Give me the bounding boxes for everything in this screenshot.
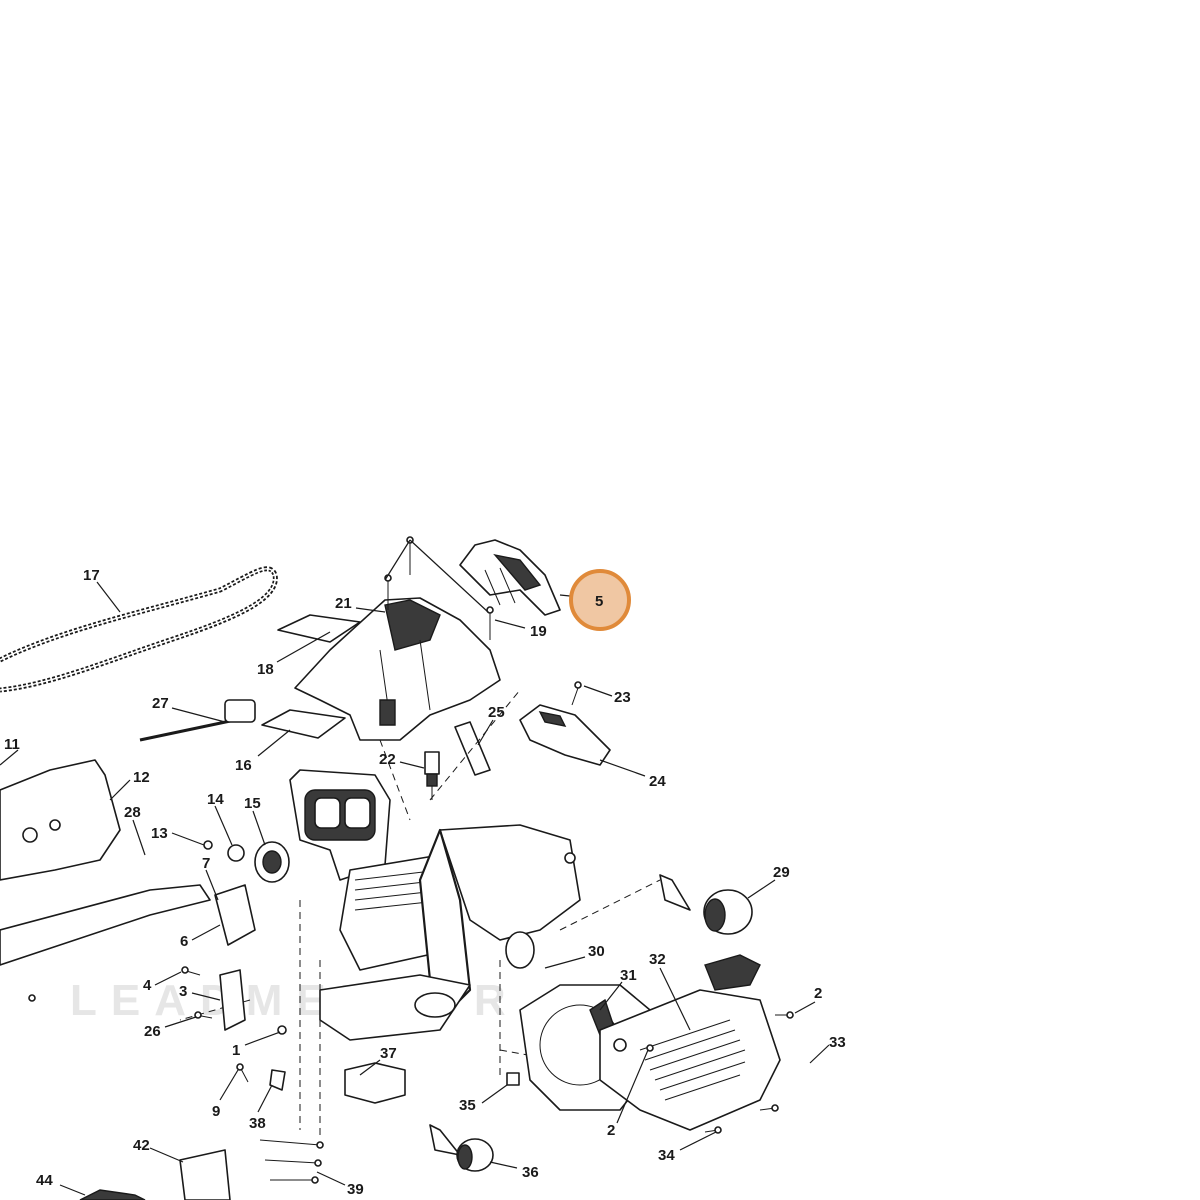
- callout-30: 30: [588, 943, 605, 960]
- nut: [203, 840, 213, 850]
- callout-22: 22: [379, 751, 396, 768]
- bracket-37: [344, 1062, 406, 1104]
- callout-4: 4: [143, 977, 152, 994]
- oil-cap: [429, 1124, 494, 1172]
- callout-11: 11: [4, 736, 20, 753]
- clutch-cover: [0, 759, 121, 881]
- callout-19: 19: [530, 623, 547, 640]
- callout-5: 5: [595, 593, 603, 610]
- callout-38: 38: [249, 1115, 266, 1132]
- callout-24: 24: [649, 773, 666, 790]
- callout-25: 25: [488, 704, 505, 721]
- callout-17: 17: [83, 567, 100, 584]
- callout-7: 7: [202, 855, 210, 872]
- callout-34: 34: [658, 1147, 675, 1164]
- callout-21: 21: [335, 595, 352, 612]
- part-5-handle-cover: [459, 539, 561, 616]
- part-39-bolts: [259, 1139, 324, 1184]
- guide-bar: [0, 884, 211, 966]
- callout-36: 36: [522, 1164, 539, 1181]
- chain-tensioner-plate: [214, 884, 256, 946]
- filter-gasket-bottom: [261, 709, 346, 739]
- callout-35: 35: [459, 1097, 476, 1114]
- callout-2-lower: 2: [607, 1122, 615, 1139]
- callout-32: 32: [649, 951, 666, 968]
- rear-handle-insert: [519, 681, 611, 766]
- callout-29: 29: [773, 864, 790, 881]
- callout-42: 42: [133, 1137, 150, 1154]
- callout-23: 23: [614, 689, 631, 706]
- cover-screws: [384, 536, 494, 640]
- engine-assembly: [289, 769, 581, 1041]
- callout-6: 6: [180, 933, 188, 950]
- part-42-plate: [179, 1149, 231, 1200]
- callout-12: 12: [133, 769, 150, 786]
- callout-15: 15: [244, 795, 261, 812]
- callout-labels: 17 21 19 5 18 23 27 25 16 22 24 11 12 14…: [4, 567, 846, 1198]
- leader-lines: [0, 581, 830, 1196]
- spark-plug: [424, 751, 440, 800]
- callout-3: 3: [179, 983, 187, 1000]
- callout-18: 18: [257, 661, 274, 678]
- clutch-drum: [254, 841, 290, 883]
- starter-assembly: [599, 954, 781, 1131]
- part-44: [79, 1189, 146, 1200]
- callout-44: 44: [36, 1172, 53, 1189]
- washer: [227, 844, 245, 862]
- callout-9: 9: [212, 1103, 220, 1120]
- callout-27: 27: [152, 695, 169, 712]
- filter-gasket-top: [277, 614, 361, 643]
- callout-5-highlight: [569, 569, 631, 631]
- callout-26: 26: [144, 1023, 161, 1040]
- scrench-tool: [139, 699, 256, 742]
- air-filter-cover: [294, 597, 501, 741]
- part-3-plate: [219, 969, 246, 1031]
- fuel-cap: [659, 874, 753, 935]
- callout-28: 28: [124, 804, 141, 821]
- callout-14: 14: [207, 791, 224, 808]
- callout-16: 16: [235, 757, 252, 774]
- callout-1: 1: [232, 1042, 240, 1059]
- callout-39: 39: [347, 1181, 364, 1198]
- callout-37: 37: [380, 1045, 397, 1062]
- callout-2-upper: 2: [814, 985, 822, 1002]
- callout-33: 33: [829, 1034, 846, 1051]
- saw-chain: [0, 566, 278, 693]
- part-38: [269, 1069, 286, 1091]
- callout-13: 13: [151, 825, 168, 842]
- part-35: [506, 1072, 520, 1086]
- callout-31: 31: [620, 967, 637, 984]
